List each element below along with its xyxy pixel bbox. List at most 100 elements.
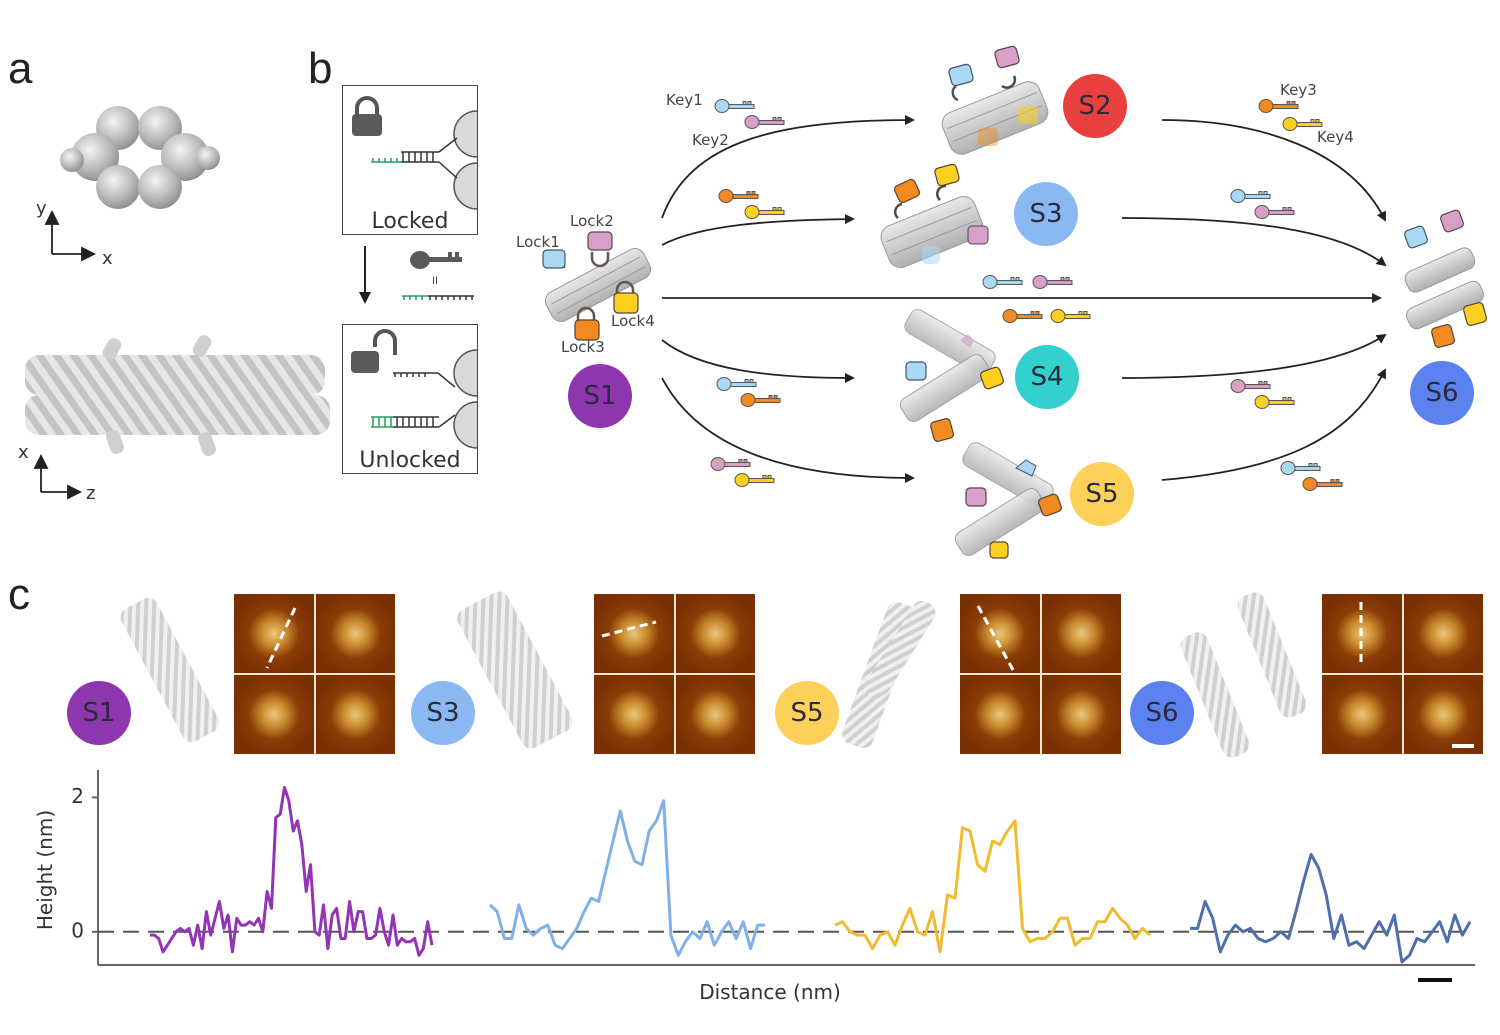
s5-lock3-icon [1038, 493, 1062, 517]
afm-tile [675, 594, 755, 673]
state-transition-arrows [661, 115, 1387, 483]
panel-label-b: b [308, 44, 333, 93]
key2-icon [744, 115, 785, 129]
afm-tile [315, 594, 395, 673]
arrow-s3-to-s6 [1121, 217, 1387, 267]
state-s6: S6 [1410, 361, 1474, 425]
s2-lock4-faded-icon [1018, 106, 1038, 124]
locked-dna-duplex [371, 137, 458, 179]
y-axis-label: Height (nm) [33, 810, 57, 930]
key1-icon [982, 275, 1023, 289]
axis-y-label: y [36, 198, 47, 219]
axes-xy [44, 209, 97, 262]
key1-icon [716, 377, 757, 391]
axis-x-side-label: x [18, 442, 29, 463]
s2-bundle [941, 81, 1049, 155]
lock4-icon [613, 280, 639, 314]
lock1-icon [542, 249, 566, 269]
lock3-icon [574, 306, 600, 341]
afm-tile [234, 675, 314, 754]
unlocked-state-box: Unlocked [342, 324, 478, 474]
key4-icon [1282, 117, 1323, 131]
lock2-label: Lock2 [570, 212, 614, 230]
afm-tile [1403, 675, 1483, 754]
state-s2-label: S2 [1078, 91, 1112, 121]
s6-lock3-open-icon [1431, 324, 1455, 348]
key2-icon [1230, 379, 1271, 393]
structure-models [120, 591, 1307, 758]
state-s3: S3 [1014, 182, 1078, 246]
origami-side-view [25, 335, 330, 456]
s4-lock2-faded-icon [960, 334, 974, 348]
sample-s6-badge: S6 [1130, 681, 1194, 745]
profile-line-s3 [601, 620, 657, 638]
arrow-s1-to-s3 [661, 214, 855, 246]
afm-tile [1322, 675, 1402, 754]
panel-label-a: a [8, 44, 33, 93]
key-icons-layer [710, 99, 1343, 491]
afm-profile-lines [265, 602, 1474, 748]
state-s5-label: S5 [1085, 479, 1119, 509]
s4-lock1-open-icon [905, 361, 927, 381]
key3-icon [740, 393, 781, 407]
lock2-icon [587, 231, 613, 268]
sample-s6-label: S6 [1145, 698, 1179, 728]
arrow-s5-to-s6 [1161, 368, 1386, 481]
s1-bundle [544, 248, 652, 322]
s2-open-lock1-icon [948, 63, 974, 102]
s5-lock2-open-icon [965, 487, 987, 507]
key1-label: Key1 [666, 91, 703, 109]
key2-icon [710, 457, 751, 471]
state-s3-label: S3 [1029, 199, 1063, 229]
key3-icon [1002, 309, 1043, 323]
panel-a-structure-views: y x x z [18, 106, 330, 504]
key-lock-duplex [371, 414, 456, 428]
y-tick-label-2: 2 [71, 784, 84, 808]
s3-lock1-faded-icon [922, 246, 940, 264]
s6-lock1-open-icon [1404, 225, 1428, 249]
key3-icon [1302, 477, 1343, 491]
afm-image-s1 [234, 594, 395, 754]
origami-bundles-layer [542, 45, 1487, 559]
arrow-s4-to-s6 [1121, 333, 1387, 379]
s3-open-lock3-icon [893, 178, 921, 219]
lock1-label: Lock1 [516, 233, 560, 251]
equals-glyph: II [432, 275, 438, 287]
sample-s3-badge: S3 [411, 681, 475, 745]
closed-padlock-icon [352, 96, 382, 136]
s3-lock2-faded-icon [967, 225, 989, 245]
sample-s5-label: S5 [790, 698, 824, 728]
s2-open-lock2-icon [994, 45, 1020, 89]
arrow-s1-to-s4 [661, 339, 855, 383]
state-s6-label: S6 [1425, 378, 1459, 408]
s3-open-lock4-icon [934, 163, 960, 201]
s6-lock4-open-icon [1463, 302, 1487, 326]
key4-icon [1254, 395, 1295, 409]
s4-lock3-open-icon [930, 418, 954, 442]
state-s1-label: S1 [583, 381, 617, 411]
key4-icon [1050, 309, 1091, 323]
lock4-label: Lock4 [611, 312, 655, 330]
afm-tile [960, 675, 1040, 754]
released-strand [393, 372, 456, 388]
sample-s5-badge: S5 [775, 681, 839, 745]
afm-tile [675, 675, 755, 754]
s5-bundle [954, 442, 1062, 559]
s4-bundle [899, 309, 1004, 442]
key3-label: Key3 [1280, 81, 1317, 99]
s4-lock4-icon [980, 366, 1004, 390]
key3-icon [718, 189, 759, 203]
profile-series-s1 [150, 785, 434, 957]
key-icon [410, 251, 462, 269]
profile-series-s3 [488, 799, 765, 957]
key1-icon [1280, 461, 1321, 475]
state-s5: S5 [1070, 462, 1134, 526]
sample-s1-badge: S1 [67, 681, 131, 745]
profile-series-s5 [834, 819, 1151, 954]
s6-lock2-open-icon [1440, 209, 1464, 233]
state-s2: S2 [1063, 74, 1127, 138]
key4-icon [734, 473, 775, 487]
down-arrow-icon [359, 246, 371, 304]
s6-bundle [1404, 209, 1487, 348]
key4-icon [744, 205, 785, 219]
